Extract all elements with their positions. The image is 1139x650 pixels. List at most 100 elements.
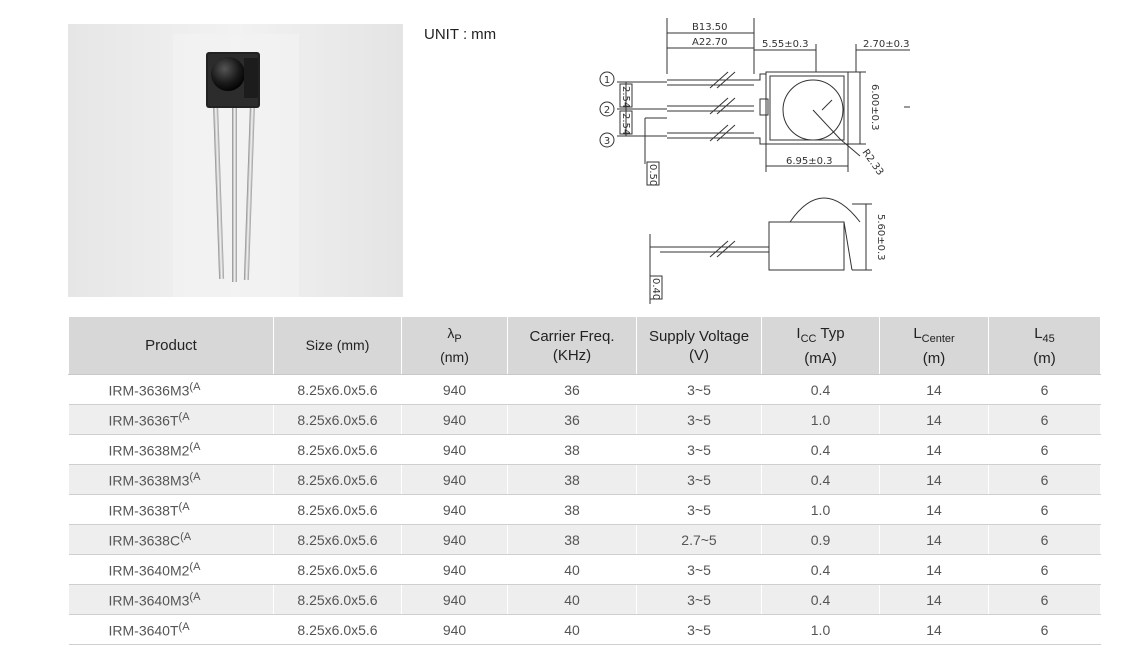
cell-lcenter: 14	[879, 404, 989, 435]
cell-icc: 1.0	[761, 614, 880, 645]
cell-lambda: 940	[401, 404, 508, 435]
dim-depth: 5.60±0.3	[875, 214, 886, 261]
header-lambda: λP(nm)	[401, 316, 508, 375]
cell-product: IRM-3638T(A	[68, 494, 274, 525]
cell-carrier: 40	[507, 614, 637, 645]
cell-carrier: 40	[507, 554, 637, 585]
dim-a: A22.70	[692, 37, 727, 48]
cell-size: 8.25x6.0x5.6	[273, 464, 402, 495]
cell-size: 8.25x6.0x5.6	[273, 494, 402, 525]
cell-size: 8.25x6.0x5.6	[273, 374, 402, 405]
cell-size: 8.25x6.0x5.6	[273, 524, 402, 555]
dim-pitch-2: 2.54	[620, 113, 631, 135]
cell-supply: 3~5	[636, 404, 762, 435]
cell-product: IRM-3640M3(A	[68, 584, 274, 615]
cell-lcenter: 14	[879, 374, 989, 405]
cell-carrier: 36	[507, 374, 637, 405]
header-l45: L45(m)	[988, 316, 1101, 375]
cell-size: 8.25x6.0x5.6	[273, 434, 402, 465]
header-product: Product	[68, 316, 274, 375]
spec-table-body: IRM-3636M3(A 8.25x6.0x5.6 940 36 3~5 0.4…	[68, 374, 1101, 645]
cell-product: IRM-3638M2(A	[68, 434, 274, 465]
cell-lambda: 940	[401, 554, 508, 585]
cell-icc: 0.4	[761, 554, 880, 585]
cell-supply: 3~5	[636, 434, 762, 465]
cell-carrier: 40	[507, 584, 637, 615]
cell-product: IRM-3640M2(A	[68, 554, 274, 585]
cell-l45: 6	[988, 374, 1101, 405]
table-row: IRM-3638C(A 8.25x6.0x5.6 940 38 2.7~5 0.…	[68, 524, 1101, 555]
cell-icc: 0.4	[761, 584, 880, 615]
cell-l45: 6	[988, 404, 1101, 435]
cell-size: 8.25x6.0x5.6	[273, 404, 402, 435]
dim-top-mid: 5.55±0.3	[762, 39, 809, 50]
cell-lcenter: 14	[879, 554, 989, 585]
dim-width: 6.95±0.3	[786, 156, 833, 167]
cell-carrier: 38	[507, 434, 637, 465]
cell-carrier: 38	[507, 494, 637, 525]
dim-pitch-1: 2.54	[620, 86, 631, 108]
header-supply: Supply Voltage(V)	[636, 316, 762, 375]
dim-lead-width: 0.50	[647, 164, 658, 186]
cell-l45: 6	[988, 434, 1101, 465]
cell-icc: 0.9	[761, 524, 880, 555]
table-row: IRM-3636T(A 8.25x6.0x5.6 940 36 3~5 1.0 …	[68, 404, 1101, 435]
table-row: IRM-3640T(A 8.25x6.0x5.6 940 40 3~5 1.0 …	[68, 614, 1101, 645]
cell-icc: 0.4	[761, 374, 880, 405]
table-row: IRM-3638T(A 8.25x6.0x5.6 940 38 3~5 1.0 …	[68, 494, 1101, 525]
cell-lcenter: 14	[879, 434, 989, 465]
cell-lambda: 940	[401, 374, 508, 405]
cell-carrier: 38	[507, 464, 637, 495]
table-row: IRM-3638M3(A 8.25x6.0x5.6 940 38 3~5 0.4…	[68, 464, 1101, 495]
product-photo	[68, 24, 403, 297]
dimension-drawing: 1 2 3 B13.50 A22.70 5.55±0.3 2.70±0.3 6.…	[599, 18, 910, 304]
cell-lcenter: 14	[879, 614, 989, 645]
cell-icc: 0.4	[761, 464, 880, 495]
cell-supply: 3~5	[636, 494, 762, 525]
cell-supply: 3~5	[636, 464, 762, 495]
cell-supply: 3~5	[636, 374, 762, 405]
cell-carrier: 36	[507, 404, 637, 435]
dim-top-right: 2.70±0.3	[863, 39, 910, 50]
dim-height: 6.00±0.3	[869, 84, 880, 131]
table-row: IRM-3640M3(A 8.25x6.0x5.6 940 40 3~5 0.4…	[68, 584, 1101, 615]
header-icc: ICC Typ(mA)	[761, 316, 880, 375]
spec-table: Product Size (mm) λP(nm) Carrier Freq.(K…	[68, 316, 1101, 645]
unit-value: mm	[471, 26, 497, 43]
cell-supply: 3~5	[636, 584, 762, 615]
dim-b: B13.50	[692, 22, 728, 33]
unit-label: UNIT:mm	[424, 26, 497, 43]
table-row: IRM-3640M2(A 8.25x6.0x5.6 940 40 3~5 0.4…	[68, 554, 1101, 585]
cell-lambda: 940	[401, 464, 508, 495]
dim-radius: R2.33	[860, 147, 886, 177]
cell-l45: 6	[988, 464, 1101, 495]
table-row: IRM-3636M3(A 8.25x6.0x5.6 940 36 3~5 0.4…	[68, 374, 1101, 405]
cell-icc: 1.0	[761, 494, 880, 525]
cell-product: IRM-3640T(A	[68, 614, 274, 645]
cell-l45: 6	[988, 614, 1101, 645]
cell-supply: 3~5	[636, 614, 762, 645]
header-size: Size (mm)	[273, 316, 402, 375]
pin-2-label: 2	[604, 105, 610, 116]
table-header-row: Product Size (mm) λP(nm) Carrier Freq.(K…	[68, 316, 1101, 375]
cell-lambda: 940	[401, 434, 508, 465]
cell-lcenter: 14	[879, 524, 989, 555]
cell-size: 8.25x6.0x5.6	[273, 554, 402, 585]
dim-lead-thickness: 0.40	[650, 278, 661, 300]
cell-lambda: 940	[401, 524, 508, 555]
header-lcenter: LCenter(m)	[879, 316, 989, 375]
cell-supply: 2.7~5	[636, 524, 762, 555]
cell-size: 8.25x6.0x5.6	[273, 584, 402, 615]
cell-product: IRM-3638M3(A	[68, 464, 274, 495]
cell-icc: 0.4	[761, 434, 880, 465]
cell-lambda: 940	[401, 494, 508, 525]
cell-size: 8.25x6.0x5.6	[273, 614, 402, 645]
cell-icc: 1.0	[761, 404, 880, 435]
cell-product: IRM-3638C(A	[68, 524, 274, 555]
ir-receiver-image	[68, 24, 403, 297]
cell-lambda: 940	[401, 584, 508, 615]
cell-product: IRM-3636T(A	[68, 404, 274, 435]
cell-lambda: 940	[401, 614, 508, 645]
cell-l45: 6	[988, 554, 1101, 585]
cell-lcenter: 14	[879, 584, 989, 615]
